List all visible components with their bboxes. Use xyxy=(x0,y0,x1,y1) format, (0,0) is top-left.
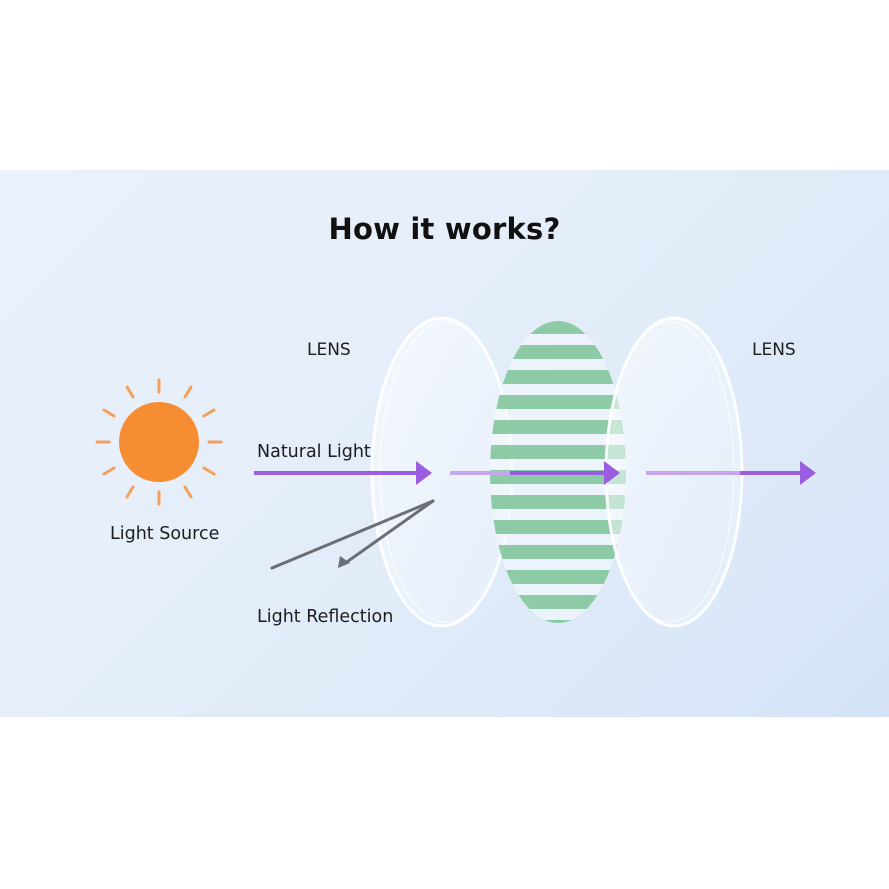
reflection-arrows xyxy=(270,499,435,570)
lens-diagram xyxy=(95,316,816,628)
transmitted-light-arrow xyxy=(450,461,620,485)
sun-icon xyxy=(95,378,223,506)
natural-light-label: Natural Light xyxy=(257,442,371,462)
lens-label-right: LENS xyxy=(752,340,796,360)
light-source-label: Light Source xyxy=(110,524,220,544)
lens-label-left: LENS xyxy=(307,340,351,360)
exit-light-arrow xyxy=(646,461,816,485)
page-title: How it works? xyxy=(328,212,561,246)
diagram-panel: How it works? xyxy=(0,170,889,717)
natural-light-arrow xyxy=(254,461,432,485)
light-reflection-label: Light Reflection xyxy=(257,607,394,627)
